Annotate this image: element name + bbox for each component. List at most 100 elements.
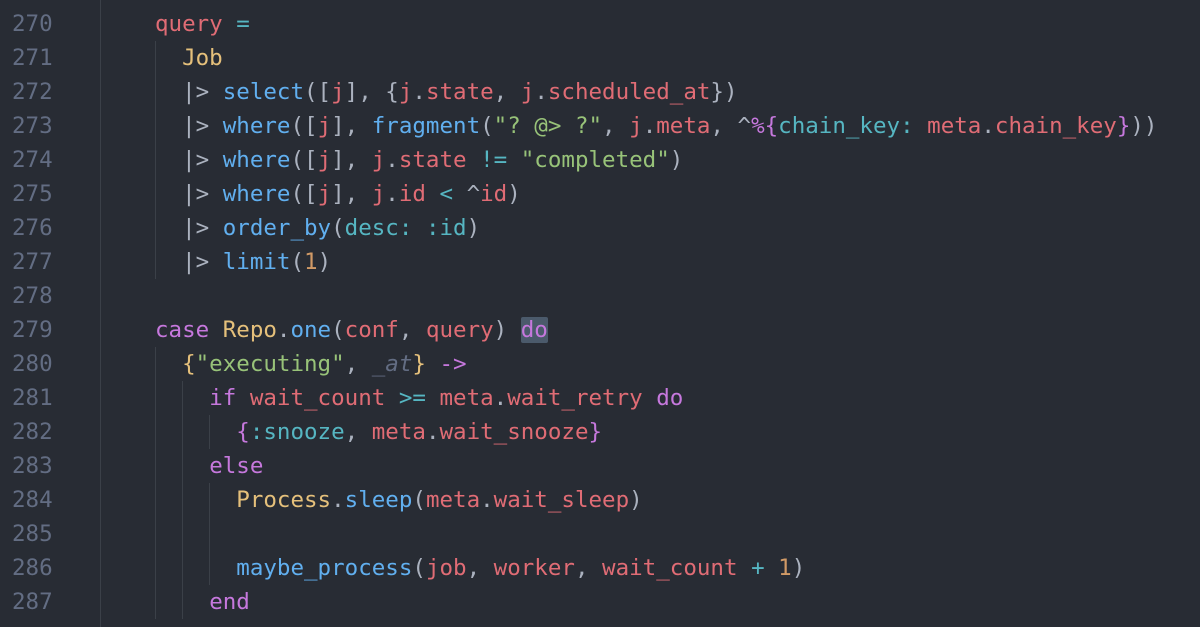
line-number: 275 bbox=[12, 181, 53, 207]
code-area[interactable]: query = Job |> select([j], {j.state, j.sch… bbox=[101, 0, 1200, 627]
code-token: |> bbox=[182, 147, 210, 173]
line-number: 271 bbox=[12, 45, 53, 71]
code-token: meta bbox=[371, 419, 426, 445]
code-token: ], bbox=[331, 113, 372, 139]
code-token: ( bbox=[331, 317, 345, 343]
code-token bbox=[765, 555, 779, 581]
code-token: id bbox=[398, 181, 426, 207]
code-line[interactable]: Job bbox=[182, 41, 223, 75]
code-token: . bbox=[385, 147, 399, 173]
line-number: 273 bbox=[12, 113, 53, 139]
code-line[interactable]: |> limit(1) bbox=[182, 245, 331, 279]
indent-guide bbox=[155, 109, 156, 143]
code-token: state bbox=[425, 79, 494, 105]
code-token: ( bbox=[480, 113, 494, 139]
code-token: }) bbox=[710, 79, 738, 105]
indent-guide bbox=[155, 585, 156, 619]
code-token: j bbox=[317, 147, 332, 173]
code-token: )) bbox=[1130, 113, 1158, 139]
code-token: >= bbox=[398, 385, 426, 411]
code-line[interactable]: end bbox=[209, 585, 250, 619]
indent-guide bbox=[182, 415, 184, 449]
code-token: Job bbox=[182, 45, 223, 71]
code-token: order_by bbox=[222, 215, 332, 241]
code-token bbox=[914, 113, 928, 139]
code-line[interactable]: Process.sleep(meta.wait_sleep) bbox=[236, 483, 642, 517]
code-token: end bbox=[209, 589, 250, 615]
line-number: 286 bbox=[12, 555, 53, 581]
line-number: 280 bbox=[12, 351, 53, 377]
code-token: , bbox=[493, 79, 521, 105]
code-token: , bbox=[344, 419, 372, 445]
code-line[interactable]: |> where([j], j.state != "completed") bbox=[182, 143, 683, 177]
line-number: 276 bbox=[12, 215, 53, 241]
code-token bbox=[209, 79, 223, 105]
code-line[interactable]: if wait_count >= meta.wait_retry do bbox=[209, 381, 683, 415]
code-token: where bbox=[222, 181, 291, 207]
code-line[interactable]: |> where([j], fragment("? @> ?", j.meta,… bbox=[182, 109, 1157, 143]
code-token: , bbox=[710, 113, 738, 139]
indent-guide bbox=[155, 415, 156, 449]
code-line[interactable]: maybe_process(job, worker, wait_count + … bbox=[236, 551, 805, 585]
code-token: 1 bbox=[778, 555, 792, 581]
code-token: ) bbox=[317, 249, 332, 275]
code-token: query bbox=[425, 317, 494, 343]
code-token: . bbox=[412, 79, 426, 105]
code-line[interactable]: |> select([j], {j.state, j.scheduled_at}… bbox=[182, 75, 737, 109]
line-number: 277 bbox=[12, 249, 53, 275]
code-token: j bbox=[317, 181, 332, 207]
code-token: != bbox=[480, 147, 508, 173]
code-token: . bbox=[534, 79, 548, 105]
code-token: chain_key: bbox=[778, 113, 914, 139]
code-token: < bbox=[439, 181, 454, 207]
code-token: job bbox=[425, 555, 467, 581]
code-token: id bbox=[480, 181, 508, 207]
code-token: . bbox=[276, 317, 291, 343]
indent-guide bbox=[155, 211, 156, 245]
code-token: "completed" bbox=[520, 147, 670, 173]
code-token: do bbox=[656, 385, 684, 411]
code-token: state bbox=[398, 147, 467, 173]
code-line[interactable]: |> order_by(desc: :id) bbox=[182, 211, 480, 245]
code-token: desc: bbox=[344, 215, 413, 241]
code-token: case bbox=[155, 317, 210, 343]
line-number: 278 bbox=[12, 283, 53, 309]
code-token: ], { bbox=[344, 79, 399, 105]
code-line[interactable]: {:snooze, meta.wait_snooze} bbox=[236, 415, 602, 449]
line-number: 279 bbox=[12, 317, 53, 343]
code-token: ( bbox=[412, 487, 426, 513]
code-token: maybe_process bbox=[236, 555, 413, 581]
code-line[interactable]: {"executing", _at} -> bbox=[182, 347, 466, 381]
code-token: :snooze bbox=[249, 419, 345, 445]
code-token: ^ bbox=[737, 113, 752, 139]
code-token bbox=[426, 181, 440, 207]
code-token: limit bbox=[222, 249, 291, 275]
code-token bbox=[209, 113, 223, 139]
indent-guide bbox=[155, 381, 156, 415]
indent-guide bbox=[209, 483, 211, 517]
code-line[interactable]: |> where([j], j.id < ^id) bbox=[182, 177, 521, 211]
indent-guide bbox=[209, 415, 211, 449]
code-token: ) bbox=[466, 215, 481, 241]
code-token: wait_sleep bbox=[493, 487, 630, 513]
code-line[interactable]: else bbox=[209, 449, 263, 483]
code-line[interactable]: case Repo.one(conf, query) do bbox=[155, 313, 548, 347]
code-token: Repo bbox=[222, 317, 277, 343]
line-number: 282 bbox=[12, 419, 53, 445]
indent-guide bbox=[155, 75, 156, 109]
indent-guide bbox=[182, 449, 184, 483]
code-token: one bbox=[290, 317, 332, 343]
code-token: + bbox=[751, 555, 765, 581]
code-token bbox=[236, 385, 250, 411]
code-token: , bbox=[466, 555, 494, 581]
code-token: 1 bbox=[304, 249, 318, 275]
code-token: _at bbox=[371, 351, 413, 377]
code-token bbox=[738, 555, 752, 581]
code-token: } bbox=[1116, 113, 1131, 139]
code-token: wait_count bbox=[249, 385, 386, 411]
code-line[interactable]: query = bbox=[155, 7, 250, 41]
code-token bbox=[209, 215, 223, 241]
code-token: j bbox=[331, 79, 345, 105]
